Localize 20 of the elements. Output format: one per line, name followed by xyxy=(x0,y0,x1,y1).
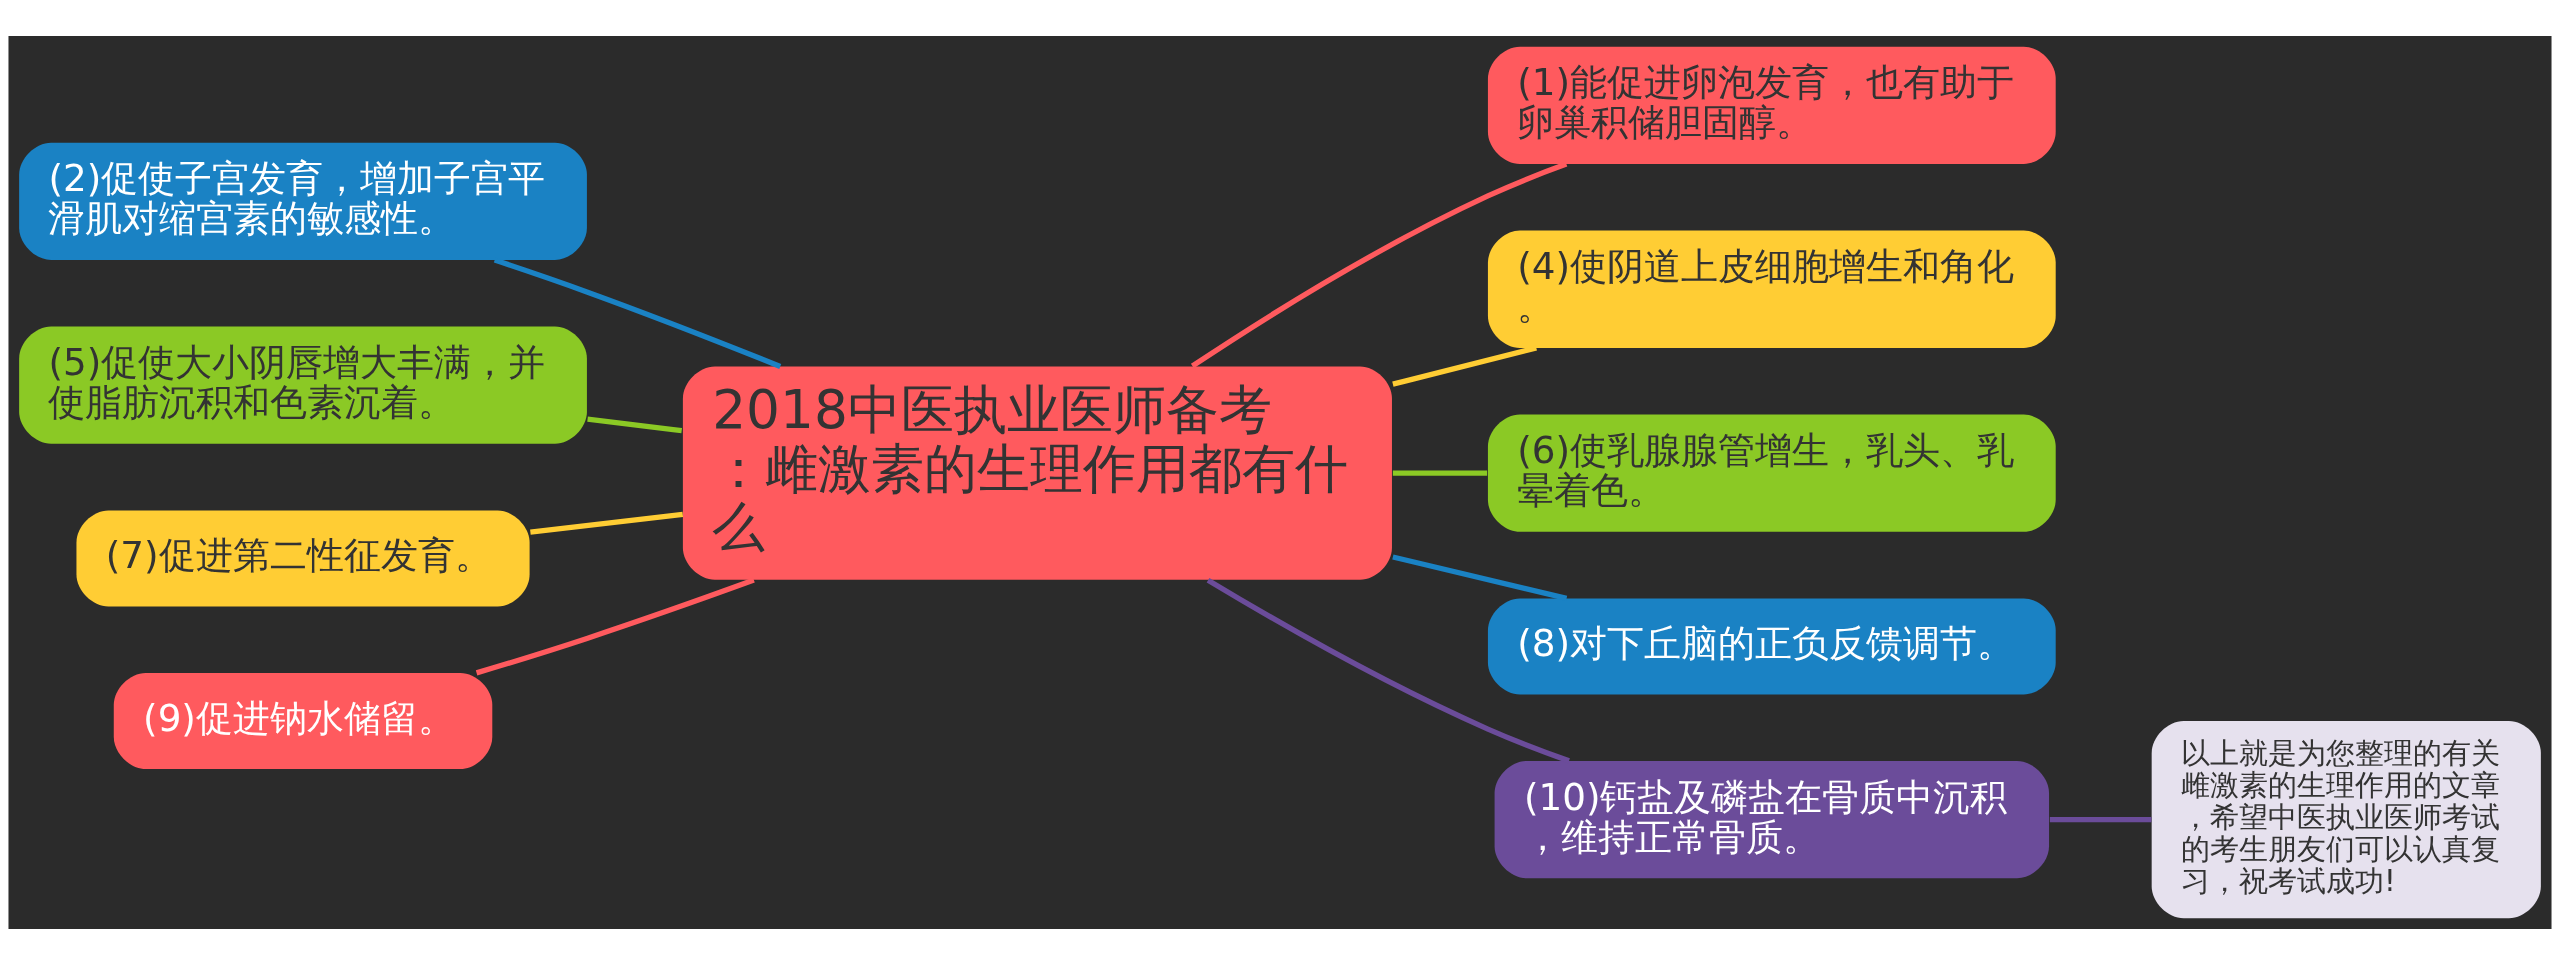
connector xyxy=(1190,161,1568,368)
node-box: (6)使乳腺腺管增生，乳头、乳晕着色。 xyxy=(1487,414,2056,532)
connector xyxy=(587,416,682,433)
node-box: 2018中医执业医师备考：雌激素的生理作用都有什么 xyxy=(682,366,1392,580)
node-box: (7)促进第二性征发育。 xyxy=(76,510,530,606)
connector xyxy=(2049,816,2152,822)
node-box: (9)促进钠水储留。 xyxy=(113,672,493,769)
node-box: (5)促使大小阴唇增大丰满，并使脂肪沉积和色素沉着。 xyxy=(19,326,587,444)
connector xyxy=(1392,470,1488,476)
connector xyxy=(530,511,684,535)
node-box: (2)促使子宫发育，增加子宫平滑肌对缩宫素的敏感性。 xyxy=(19,142,587,260)
connector xyxy=(1392,553,1568,601)
node-box: (8)对下丘脑的正负反馈调节。 xyxy=(1487,597,2056,694)
node-box: (4)使阴道上皮细胞增生和角化。 xyxy=(1487,230,2056,348)
node-box: 以上就是为您整理的有关雌激素的生理作用的文章，希望中医执业医师考试的考生朋友们可以认真复习，祝考试成功! xyxy=(2151,720,2541,918)
connector xyxy=(493,257,782,369)
node-box: (1)能促进卵泡发育，也有助于卵巢积储胆固醇。 xyxy=(1487,46,2056,164)
connector xyxy=(475,577,755,675)
connector xyxy=(1206,577,1570,763)
node-box: (10)钙盐及磷盐在骨质中沉积，维持正常骨质。 xyxy=(1494,760,2050,878)
